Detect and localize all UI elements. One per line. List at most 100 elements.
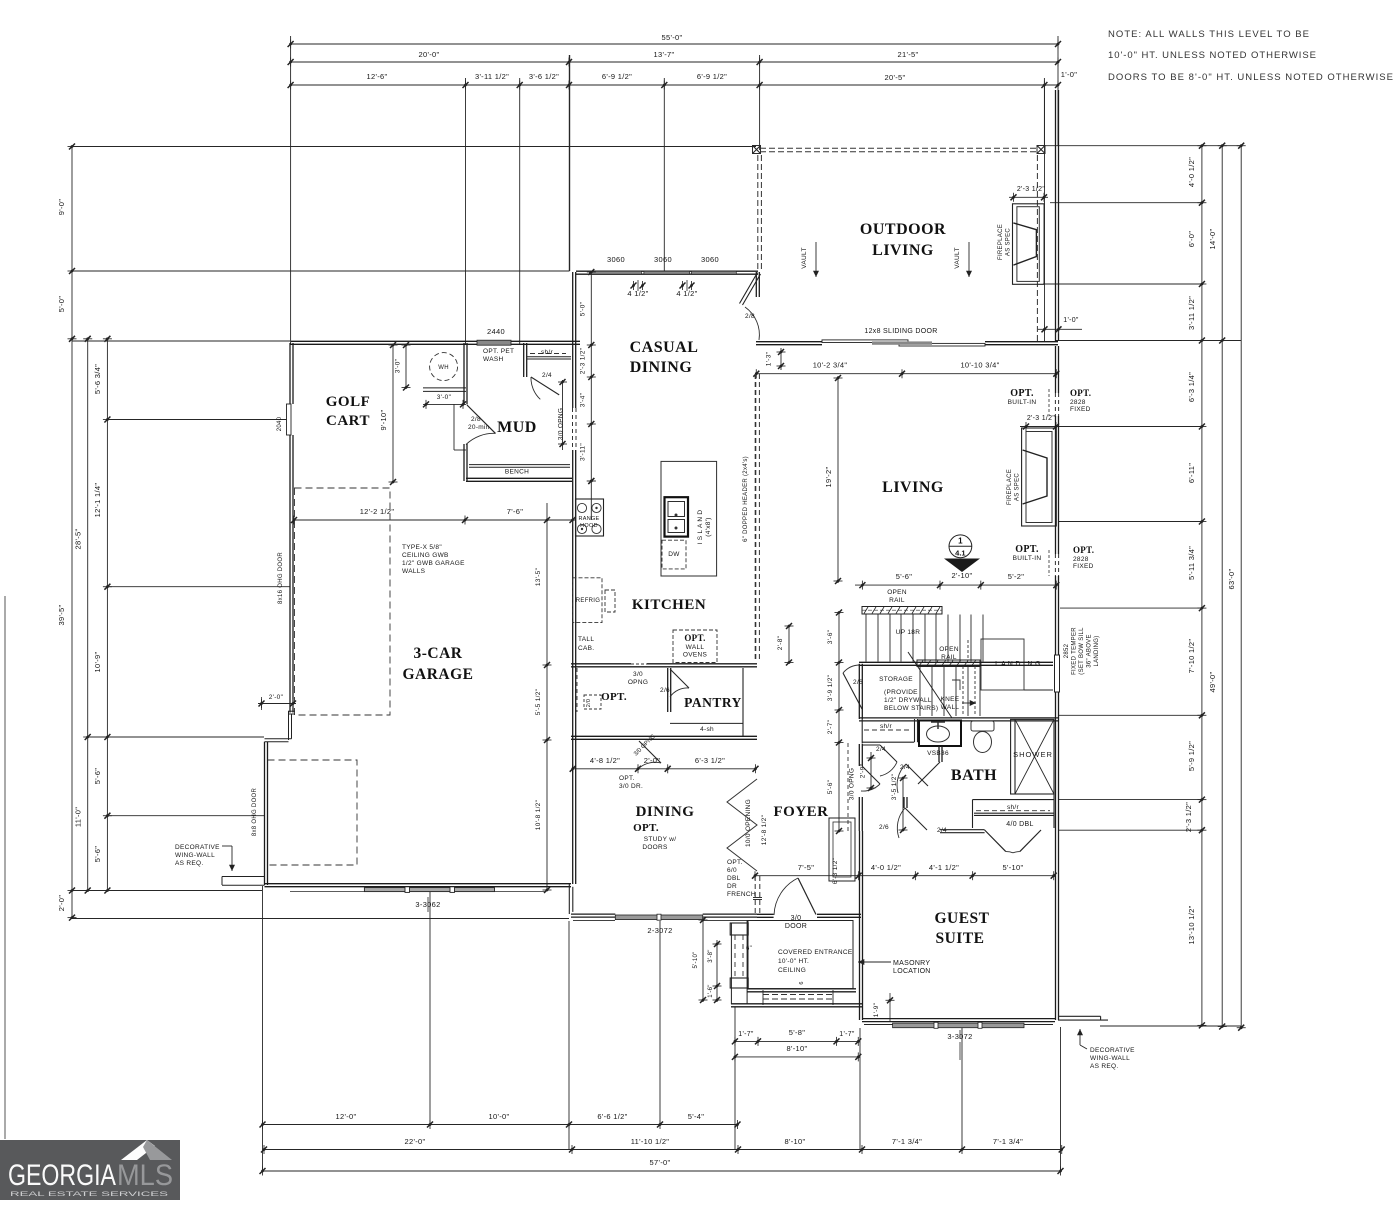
svg-text:3'-11 1/2": 3'-11 1/2" xyxy=(1187,296,1196,330)
svg-text:1'-0": 1'-0" xyxy=(1063,317,1079,324)
svg-text:BUILT-IN: BUILT-IN xyxy=(1013,555,1042,562)
svg-text:63'-0": 63'-0" xyxy=(1227,569,1236,590)
svg-text:FIXED TEMPER: FIXED TEMPER xyxy=(1072,627,1078,675)
svg-text:4.1: 4.1 xyxy=(955,549,965,558)
svg-text:2'-3 1/2": 2'-3 1/2" xyxy=(1184,802,1193,832)
svg-text:2-3072: 2-3072 xyxy=(647,926,672,935)
svg-text:2828: 2828 xyxy=(1073,556,1089,563)
svg-text:4-sh: 4-sh xyxy=(700,726,714,733)
svg-text:WH: WH xyxy=(438,365,449,371)
svg-text:DOORS TO BE 8'-0" HT. UNLESS N: DOORS TO BE 8'-0" HT. UNLESS NOTED OTHER… xyxy=(1108,72,1393,83)
svg-text:OVENS: OVENS xyxy=(683,652,708,659)
svg-text:36" ABOVE: 36" ABOVE xyxy=(1087,634,1093,668)
svg-text:AS REQ.: AS REQ. xyxy=(175,860,203,867)
svg-text:5'-10": 5'-10" xyxy=(1003,863,1024,872)
svg-text:2440: 2440 xyxy=(487,327,505,336)
svg-text:RANGE: RANGE xyxy=(578,516,599,522)
svg-text:3/0: 3/0 xyxy=(633,671,643,678)
svg-text:OPNG: OPNG xyxy=(628,679,648,686)
svg-text:(4'x8'): (4'x8') xyxy=(705,517,712,536)
svg-text:2852: 2852 xyxy=(1064,643,1070,658)
svg-text:KITCHEN: KITCHEN xyxy=(632,597,706,613)
svg-text:GARAGE: GARAGE xyxy=(402,666,473,683)
svg-text:3'-0": 3'-0" xyxy=(437,394,452,401)
svg-text:DOORS: DOORS xyxy=(642,844,668,851)
svg-text:3'-9 1/2": 3'-9 1/2" xyxy=(827,674,834,701)
svg-text:BELOW STAIRS): BELOW STAIRS) xyxy=(884,705,938,712)
svg-text:2/4: 2/4 xyxy=(937,827,947,834)
svg-text:2'-0": 2'-0" xyxy=(644,756,660,765)
svg-text:20'-5": 20'-5" xyxy=(885,73,906,82)
svg-text:sh/r: sh/r xyxy=(880,723,893,730)
svg-text:2/8: 2/8 xyxy=(471,416,481,423)
svg-text:6'-3 1/2": 6'-3 1/2" xyxy=(832,857,839,884)
svg-text:AS REQ.: AS REQ. xyxy=(1090,1063,1118,1070)
svg-text:UP 18R: UP 18R xyxy=(896,629,920,636)
svg-text:3'-6": 3'-6" xyxy=(827,629,834,644)
svg-text:CART: CART xyxy=(326,413,370,429)
svg-text:LANDING): LANDING) xyxy=(1094,635,1100,666)
svg-text:8'-10": 8'-10" xyxy=(787,1044,808,1053)
svg-text:5'-6 3/4": 5'-6 3/4" xyxy=(93,364,102,394)
svg-text:OPT.: OPT. xyxy=(1010,388,1034,399)
svg-text:STORAGE: STORAGE xyxy=(879,676,913,683)
svg-text:1/2" DRYWALL: 1/2" DRYWALL xyxy=(884,697,932,704)
svg-text:55'-0": 55'-0" xyxy=(662,33,683,42)
svg-text:WING-WALL: WING-WALL xyxy=(1090,1055,1130,1062)
svg-text:2'-7": 2'-7" xyxy=(827,719,834,734)
svg-text:6'-0": 6'-0" xyxy=(1187,231,1196,247)
svg-text:DR: DR xyxy=(727,883,737,890)
svg-text:OPT.: OPT. xyxy=(727,859,743,866)
svg-text:CEILING: CEILING xyxy=(778,967,806,974)
svg-text:8'-10": 8'-10" xyxy=(785,1137,806,1146)
svg-text:sh/r: sh/r xyxy=(1007,804,1020,811)
svg-text:OPT.: OPT. xyxy=(1015,544,1039,555)
svg-text:20'-0": 20'-0" xyxy=(419,50,440,59)
svg-text:sh/r: sh/r xyxy=(541,349,554,356)
svg-text:2'-3 1/2": 2'-3 1/2" xyxy=(580,347,587,374)
svg-text:FIXED: FIXED xyxy=(1070,406,1091,413)
svg-text:20-min: 20-min xyxy=(468,424,490,431)
svg-text:12'-6": 12'-6" xyxy=(367,72,388,81)
svg-text:FOYER: FOYER xyxy=(774,804,829,820)
svg-text:9'-0": 9'-0" xyxy=(57,199,66,215)
svg-text:OPT. PET: OPT. PET xyxy=(483,348,514,355)
svg-text:GEORGIA: GEORGIA xyxy=(8,1159,116,1192)
svg-text:OPEN: OPEN xyxy=(887,589,907,596)
svg-text:10'-10 3/4": 10'-10 3/4" xyxy=(960,361,999,370)
svg-text:3'-4": 3'-4" xyxy=(580,392,587,407)
svg-text:22'-0": 22'-0" xyxy=(405,1137,426,1146)
svg-text:4 1/2": 4 1/2" xyxy=(627,289,648,298)
svg-text:WALLS: WALLS xyxy=(402,568,426,575)
svg-text:OPT.: OPT. xyxy=(601,691,627,703)
svg-text:10'-2 3/4": 10'-2 3/4" xyxy=(813,361,848,370)
svg-text:7'-10 1/2": 7'-10 1/2" xyxy=(1187,639,1196,674)
svg-text:10'-0": 10'-0" xyxy=(489,1112,510,1121)
svg-text:1'-6": 1'-6" xyxy=(708,984,714,997)
svg-text:AS SPEC: AS SPEC xyxy=(1015,473,1021,501)
svg-text:OPT.: OPT. xyxy=(619,775,635,782)
svg-text:10'-0" HT. UNLESS NOTED OTHERW: 10'-0" HT. UNLESS NOTED OTHERWISE xyxy=(1108,50,1316,61)
svg-text:1'-3": 1'-3" xyxy=(766,351,773,366)
svg-text:DINING: DINING xyxy=(636,804,695,820)
svg-text:13'-7": 13'-7" xyxy=(654,50,675,59)
svg-text:2'-0": 2'-0" xyxy=(269,694,284,701)
svg-text:3/0: 3/0 xyxy=(791,915,802,922)
svg-text:COVERED ENTRANCE: COVERED ENTRANCE xyxy=(778,949,853,956)
svg-text:10/0 OPENING: 10/0 OPENING xyxy=(745,799,752,847)
svg-text:19'-2": 19'-2" xyxy=(824,467,833,488)
svg-text:3'-5 1/2": 3'-5 1/2" xyxy=(891,773,898,800)
svg-text:3'-0": 3'-0" xyxy=(395,358,402,373)
svg-text:REAL ESTATE SERVICES: REAL ESTATE SERVICES xyxy=(10,1191,169,1198)
svg-text:BATH: BATH xyxy=(951,767,997,784)
svg-text:DW: DW xyxy=(668,551,680,558)
svg-text:CAB.: CAB. xyxy=(578,645,594,652)
svg-text:NOTE: ALL WALLS THIS LEVEL TO: NOTE: ALL WALLS THIS LEVEL TO BE xyxy=(1108,29,1309,40)
svg-text:REFRIG: REFRIG xyxy=(576,598,600,604)
svg-text:2/4: 2/4 xyxy=(542,372,552,379)
svg-text:KNEE: KNEE xyxy=(941,696,960,703)
svg-text:DECORATIVE: DECORATIVE xyxy=(175,844,220,851)
svg-text:6'-3 1/4": 6'-3 1/4" xyxy=(1187,372,1196,402)
svg-text:3'-11": 3'-11" xyxy=(580,443,587,461)
svg-text:CEILING GWB: CEILING GWB xyxy=(402,552,449,559)
